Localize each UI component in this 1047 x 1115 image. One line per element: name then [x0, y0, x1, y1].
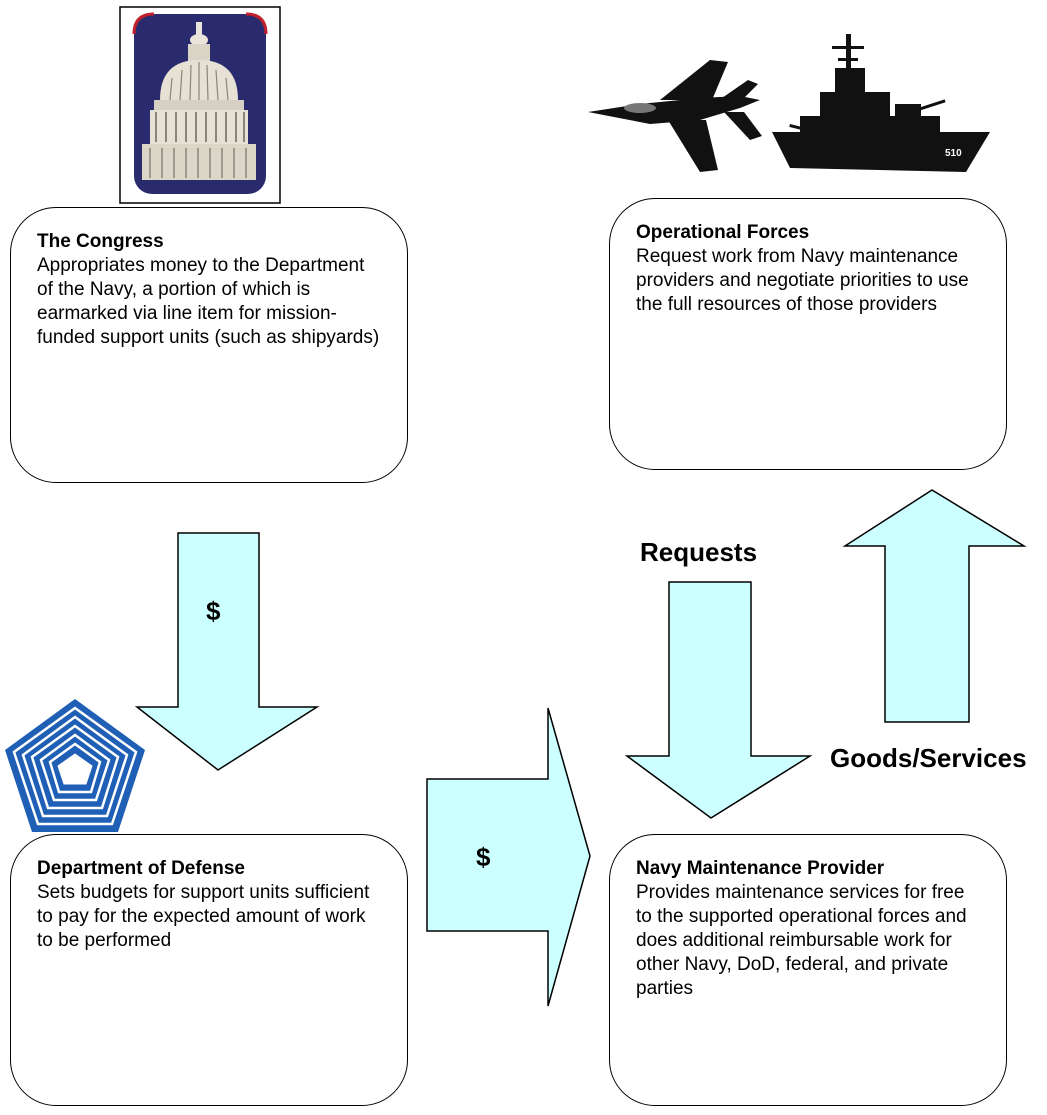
- congress-title: The Congress: [37, 231, 164, 252]
- operational-forces-description: Request work from Navy maintenance provi…: [636, 246, 969, 315]
- dod-description: Sets budgets for support units sufficien…: [37, 882, 370, 951]
- arrow-dod-to-provider: [426, 707, 591, 1007]
- pentagon-icon: [5, 699, 145, 832]
- arrow-goods-services: [842, 489, 1027, 723]
- capitol-dome-icon: [119, 6, 281, 204]
- ship-hull-number: 510: [945, 148, 962, 159]
- dod-box: Department of Defense Sets budgets for s…: [10, 834, 408, 1106]
- goods-services-label: Goods/Services: [830, 743, 1027, 773]
- dod-title: Department of Defense: [37, 858, 245, 879]
- navy-provider-description: Provides maintenance services for free t…: [636, 882, 967, 999]
- navy-provider-title: Navy Maintenance Provider: [636, 858, 885, 879]
- congress-to-dod-label: $: [206, 596, 221, 626]
- congress-description: Appropriates money to the Department of …: [37, 255, 380, 348]
- operational-forces-title: Operational Forces: [636, 222, 810, 243]
- navy-provider-box: Navy Maintenance Provider Provides maint…: [609, 834, 1007, 1106]
- arrow-congress-to-dod: [134, 532, 320, 771]
- warship-icon: 510: [772, 34, 990, 172]
- operational-forces-box: Operational Forces Request work from Nav…: [609, 198, 1007, 470]
- dod-to-provider-label: $: [476, 842, 491, 872]
- arrow-requests: [624, 581, 813, 819]
- fighter-jet-icon: [588, 60, 762, 172]
- requests-label: Requests: [640, 537, 758, 567]
- congress-box: The Congress Appropriates money to the D…: [10, 207, 408, 483]
